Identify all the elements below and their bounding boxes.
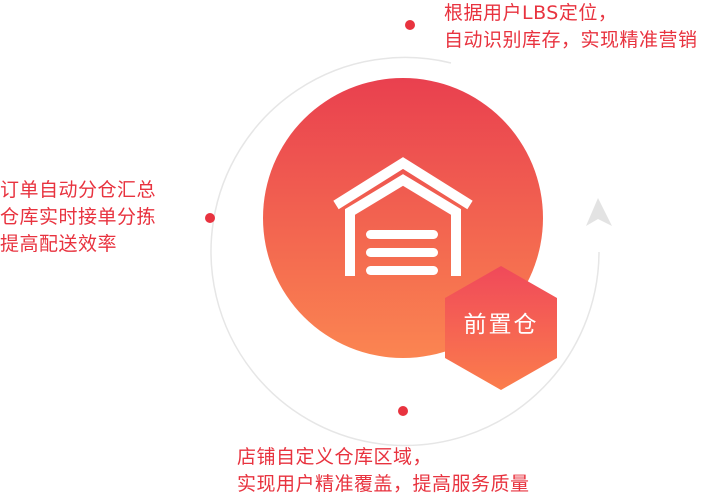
caption-line: 实现用户精准覆盖，提高服务质量 (237, 473, 530, 495)
warehouse-door-icon (366, 230, 438, 275)
warehouse-icon (333, 157, 473, 276)
orbit-arrow-icon (586, 198, 612, 226)
ring-dot-top (405, 20, 415, 30)
badge-label: 前置仓 (463, 312, 539, 338)
feature-caption-location: 根据用户LBS定位， 自动识别库存，实现精准营销 (444, 0, 698, 54)
caption-line: 店铺自定义仓库区域， (237, 446, 433, 468)
feature-caption-coverage: 店铺自定义仓库区域， 实现用户精准覆盖，提高服务质量 (237, 444, 530, 498)
ring-dot-bottom (398, 406, 408, 416)
caption-line: 订单自动分仓汇总 (0, 179, 157, 201)
ring-dot-left (205, 213, 215, 223)
caption-line: 根据用户LBS定位， (444, 2, 618, 24)
feature-caption-orders: 订单自动分仓汇总 仓库实时接单分拣 提高配送效率 (0, 177, 156, 258)
caption-line: 自动识别库存，实现精准营销 (444, 29, 698, 51)
caption-line: 仓库实时接单分拣 (0, 206, 157, 228)
orbit-ring (210, 56, 600, 447)
front-warehouse-badge (445, 266, 557, 390)
caption-line: 提高配送效率 (0, 233, 118, 255)
